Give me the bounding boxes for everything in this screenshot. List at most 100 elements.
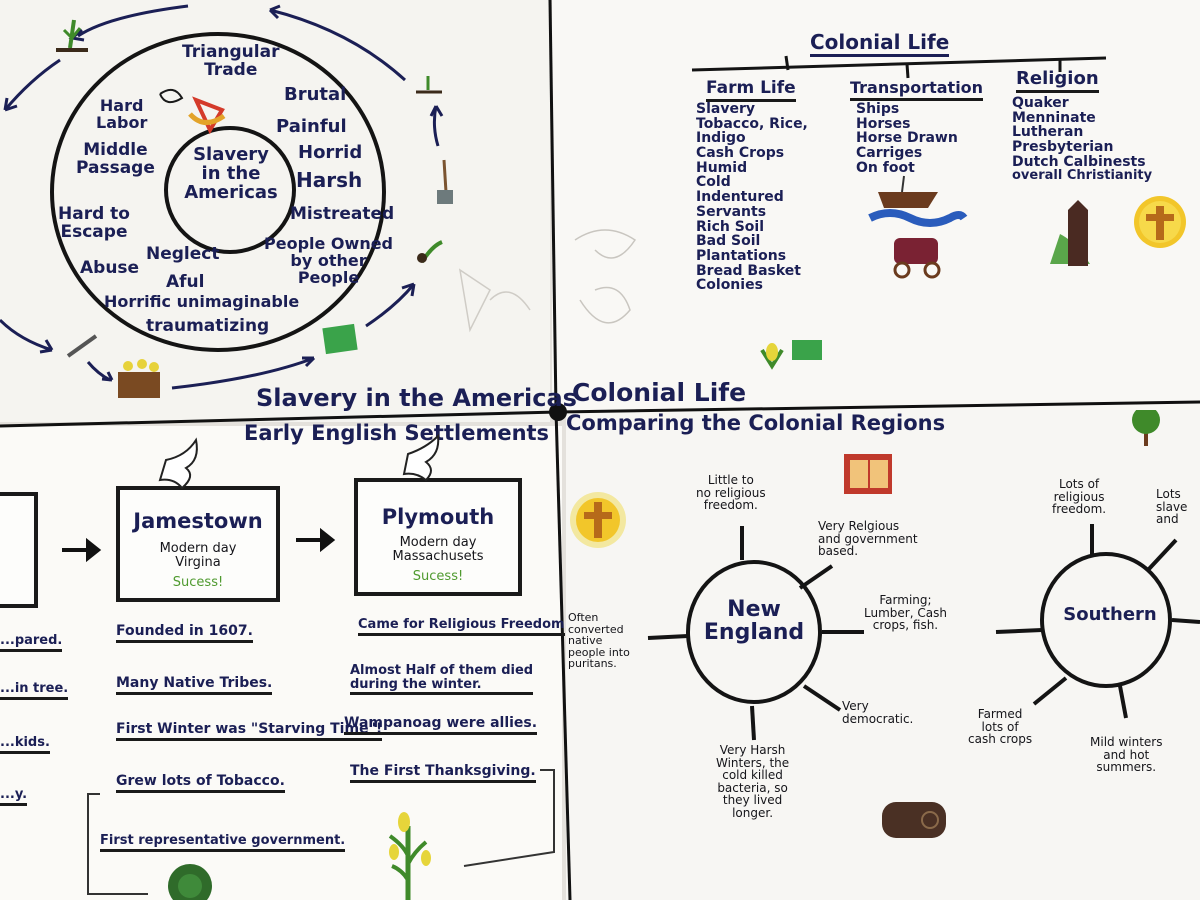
list-item: overall Christianity xyxy=(1012,168,1153,184)
word-neglect: Neglect xyxy=(146,244,220,264)
southern-circle xyxy=(1040,552,1172,688)
list-item: Lutheran xyxy=(1012,124,1084,141)
plymouth-status: Sucess! xyxy=(412,569,464,584)
sickle-icon xyxy=(66,334,98,358)
bracket-lines xyxy=(87,769,555,895)
list-item: Menninate xyxy=(1012,109,1096,126)
word-people-owned: People Owned by other People xyxy=(264,234,394,287)
southern-label: Southern xyxy=(1063,604,1157,625)
prior-settlement-box xyxy=(0,492,38,608)
fragment-text: ...in tree. xyxy=(0,682,69,700)
list-item: On foot xyxy=(856,159,915,176)
word-hard-to-escape: Hard to Escape xyxy=(58,204,130,242)
list-item: Grew lots of Tobacco. xyxy=(116,774,285,793)
transportation-list: Ships Horses Horse Drawn Carriges On foo… xyxy=(856,102,986,175)
wagon-icon xyxy=(893,238,941,279)
new-england-label: New England xyxy=(703,597,805,646)
list-item: First representative government. xyxy=(100,834,346,852)
list-item: Came for Religious Freedom xyxy=(358,618,565,636)
word-horrific: Horrific unimaginable xyxy=(104,292,300,311)
corn-plant-icon xyxy=(388,812,431,900)
fragment-text: ...y. xyxy=(0,788,28,806)
religion-list: Quaker Menninate Lutheran Presbyterian D… xyxy=(1012,96,1200,183)
plymouth-name: Plymouth xyxy=(381,505,495,529)
word-harsh: Harsh xyxy=(296,168,363,192)
ne-spoke-top-right: Very Relgious and government based. xyxy=(818,519,918,559)
cabbage-icon xyxy=(168,864,212,900)
list-item: Dutch Calbinests xyxy=(1012,153,1146,170)
log-icon xyxy=(882,802,946,838)
crate-icon xyxy=(118,359,160,398)
list-item: Indentured Servants xyxy=(696,189,784,220)
ne-spoke-bottom-right: Very democratic. xyxy=(842,699,914,726)
religion-header: Religion xyxy=(1016,69,1099,93)
ship-icon xyxy=(868,175,968,227)
south-spoke-top: Lots of religious freedom. xyxy=(1052,477,1107,517)
list-item: Cold xyxy=(696,174,731,191)
fragment-text: ...pared. xyxy=(0,634,63,652)
south-spoke-bottom-right: Mild winters and hot summers. xyxy=(1090,735,1163,775)
new-england-circle xyxy=(686,560,822,704)
word-brutal: Brutal xyxy=(284,84,347,105)
cross-sun-icon xyxy=(1134,196,1186,248)
word-horrid: Horrid xyxy=(298,142,363,163)
word-middle-passage: Middle Passage xyxy=(76,140,155,178)
church-icon xyxy=(1050,200,1090,266)
list-item: Horse Drawn Carriges xyxy=(856,130,958,162)
slavery-diagram xyxy=(0,4,453,398)
list-item: Horses xyxy=(856,115,911,132)
colonial-life-tree-lines xyxy=(691,55,1107,79)
farm-life-list: Slavery Tobacco, Rice, Indigo Cash Crops… xyxy=(696,102,856,293)
jamestown-status: Sucess! xyxy=(172,575,224,590)
sprout-icon xyxy=(416,76,442,94)
jamestown-name: Jamestown xyxy=(133,509,263,533)
fragment-text: ...kids. xyxy=(0,736,50,754)
regions-diagram xyxy=(570,410,1200,838)
cash-icon xyxy=(792,340,822,360)
list-item: Cash Crops xyxy=(696,145,785,162)
list-item: Many Native Tribes. xyxy=(116,676,273,695)
ship-triangle-icon xyxy=(159,88,226,135)
ne-spoke-right: Farming; Lumber, Cash crops, fish. xyxy=(864,593,947,633)
ne-spoke-top: Little to no religious freedom. xyxy=(696,473,766,513)
inner-circle xyxy=(164,126,296,254)
cross-sun-icon xyxy=(570,492,626,548)
shovel-icon xyxy=(437,159,453,204)
arrow-icon xyxy=(62,527,336,563)
settlement-drawings xyxy=(62,433,555,900)
list-item: Bread Basket Colonies xyxy=(696,262,801,294)
farm-life-header: Farm Life xyxy=(706,79,796,102)
plymouth-box: Plymouth Modern day Massachusets Sucess! xyxy=(354,478,522,596)
word-traumatizing: traumatizing xyxy=(146,316,270,336)
list-item: Almost Half of them died during the wint… xyxy=(350,664,534,696)
ne-spoke-left: Often converted native people into purit… xyxy=(568,611,630,671)
slavery-center-label: Slavery in the Americas xyxy=(184,144,278,203)
list-item: Tobacco, Rice, Indigo xyxy=(696,115,808,147)
triangular-trade-label: Triangular Trade xyxy=(182,42,280,80)
south-spoke-bottom-left: Farmed lots of cash crops xyxy=(968,707,1033,747)
word-aful: Aful xyxy=(166,272,205,292)
list-item: Bad Soil xyxy=(696,233,761,250)
money-icon xyxy=(322,323,358,355)
plymouth-modern: Modern day Massachusets xyxy=(392,535,484,564)
tree-icon xyxy=(1132,410,1160,446)
list-item: Founded in 1607. xyxy=(116,624,253,643)
word-hard-labor: Hard Labor xyxy=(96,96,148,132)
list-item: Plantations xyxy=(696,247,787,264)
title-slavery-americas: Slavery in the Americas xyxy=(256,384,577,412)
seedling-icon xyxy=(417,240,443,264)
book-icon xyxy=(844,454,892,494)
list-item: Ships xyxy=(856,101,900,117)
plant-icon xyxy=(56,19,88,52)
list-item: Presbyterian xyxy=(1012,139,1114,156)
transportation-header: Transportation xyxy=(850,79,984,101)
jamestown-box: Jamestown Modern day Virgina Sucess! xyxy=(116,486,280,602)
corn-icon xyxy=(760,343,784,370)
list-item: Quaker xyxy=(1012,95,1069,111)
word-painful: Painful xyxy=(276,116,347,137)
title-early-settlements: Early English Settlements xyxy=(244,421,550,445)
list-item: First Winter was "Starving Time"! xyxy=(116,722,383,741)
list-item: Slavery xyxy=(696,101,755,117)
jamestown-modern: Modern day Virgina xyxy=(159,541,237,570)
